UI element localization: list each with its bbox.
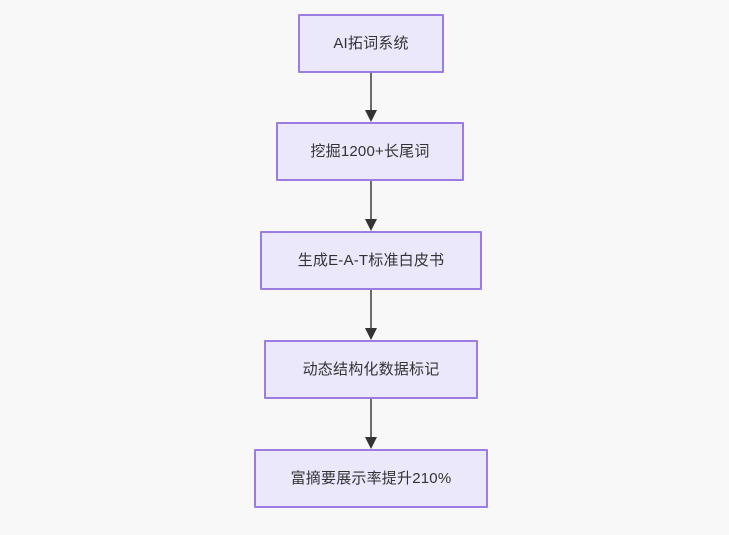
flowchart-node-label: 动态结构化数据标记 <box>302 360 440 378</box>
flowchart-node-label: AI拓词系统 <box>333 34 409 52</box>
flowchart-node-label: 富摘要展示率提升210% <box>290 469 452 487</box>
edge-n4-n5 <box>365 399 377 449</box>
flowchart-node-n3[interactable]: 生成E-A-T标准白皮书 <box>260 231 482 290</box>
flowchart-node-n4[interactable]: 动态结构化数据标记 <box>264 340 478 399</box>
flowchart-node-n5[interactable]: 富摘要展示率提升210% <box>254 449 488 508</box>
flowchart-node-label: 生成E-A-T标准白皮书 <box>297 251 445 269</box>
flowchart-node-n2[interactable]: 挖掘1200+长尾词 <box>276 122 464 181</box>
edge-n3-n4 <box>365 290 377 340</box>
edge-n1-n2 <box>365 73 377 122</box>
edge-n2-n3 <box>365 181 377 231</box>
flowchart-node-n1[interactable]: AI拓词系统 <box>298 14 444 73</box>
flowchart-node-label: 挖掘1200+长尾词 <box>310 142 430 160</box>
